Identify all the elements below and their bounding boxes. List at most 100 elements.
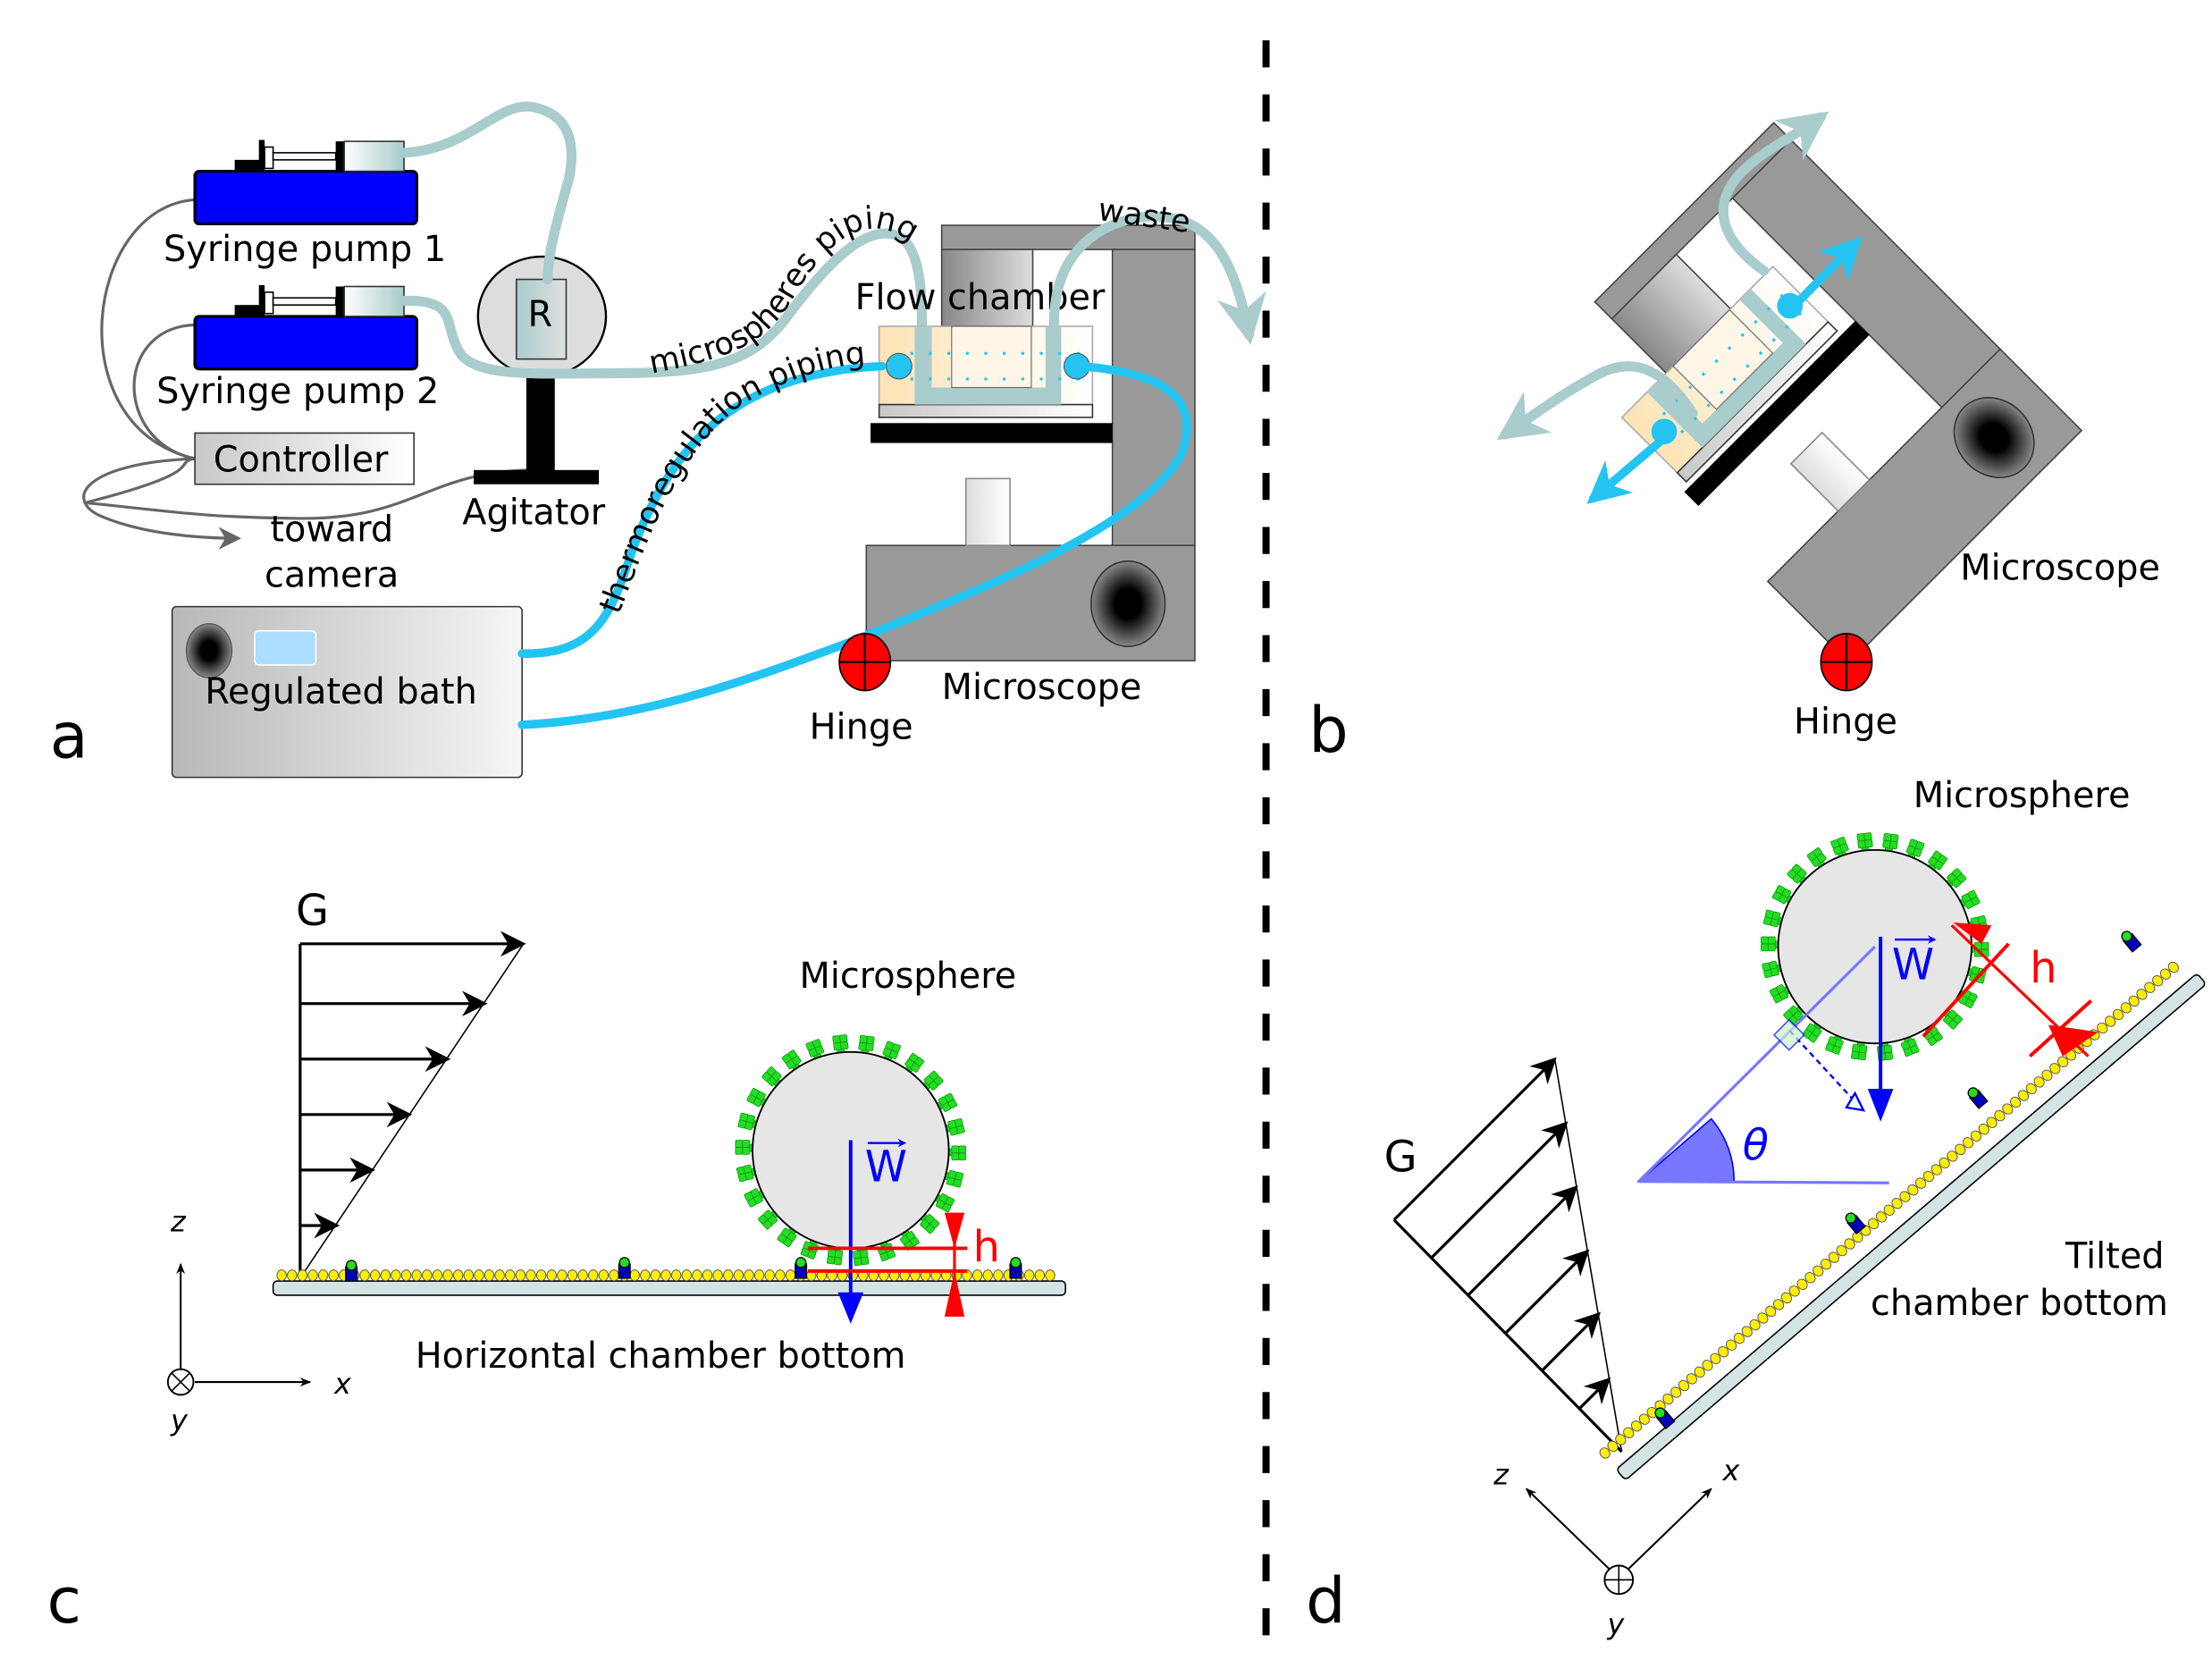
substrate-bead xyxy=(1034,1269,1046,1282)
substrate-bead xyxy=(328,1269,339,1282)
substrate-bead xyxy=(993,1269,1004,1282)
substrate-bead xyxy=(629,1269,640,1282)
substrate-bead xyxy=(1710,1352,1721,1365)
panel-label-c: c xyxy=(47,1564,82,1638)
reservoir-label: R xyxy=(527,294,552,335)
substrate-bead xyxy=(1615,1434,1627,1445)
substrate-bead xyxy=(1023,1269,1035,1282)
substrate-bead xyxy=(1955,1143,1966,1156)
substrate-bead xyxy=(1045,1269,1056,1282)
substrate-bead xyxy=(2057,1056,2069,1067)
substrate-bead xyxy=(670,1269,682,1282)
substrate-bead xyxy=(1694,1366,1705,1378)
substrate-bead xyxy=(2105,1015,2116,1027)
substrate-bead xyxy=(1852,1231,1863,1243)
hinge-label-b: Hinge xyxy=(1794,701,1897,742)
substrate-bead xyxy=(567,1269,578,1282)
substrate-bead xyxy=(1772,1299,1785,1310)
substrate-bead xyxy=(317,1269,329,1282)
substrate-bead xyxy=(1686,1373,1697,1385)
microscope-b xyxy=(1594,122,2083,664)
substrate-bead xyxy=(764,1269,775,1282)
substrate-bead xyxy=(1741,1326,1753,1337)
substrate-bead xyxy=(1891,1198,1903,1209)
substrate-bead xyxy=(971,1269,983,1282)
wire-pump1 xyxy=(100,198,196,460)
syringe-pump-1-label: Syringe pump 1 xyxy=(164,229,446,270)
substrate-bead xyxy=(2144,982,2156,993)
substrate-bead xyxy=(474,1269,484,1282)
gap-label-d: h xyxy=(2030,944,2056,993)
tubing-thermo-out-b xyxy=(1782,236,1863,318)
substrate-bead xyxy=(2159,968,2172,980)
substrate-bead xyxy=(400,1269,412,1282)
regulated-bath xyxy=(171,605,523,779)
syringe-pump-2-label: Syringe pump 2 xyxy=(156,371,439,412)
substrate-bead xyxy=(577,1269,588,1282)
axes-d xyxy=(1525,1487,1712,1596)
substrate-bead xyxy=(1970,1130,1982,1142)
substrate-bead xyxy=(391,1269,401,1282)
substrate-bead xyxy=(1978,1124,1989,1135)
substrate-bead xyxy=(1780,1292,1792,1304)
panel-d: d G Microsphere xyxy=(1306,775,2206,1641)
angle-theta xyxy=(1636,945,1889,1184)
hinge-icon-a xyxy=(838,633,892,692)
substrate-bead xyxy=(2025,1083,2037,1095)
substrate-bead xyxy=(515,1269,526,1282)
substrate-bead xyxy=(1630,1420,1643,1432)
flow-chamber-a xyxy=(878,325,1094,418)
regulated-bath-label: Regulated bath xyxy=(205,671,477,712)
substrate-bead xyxy=(1883,1204,1895,1216)
shear-label-c: G xyxy=(296,887,329,936)
substrate-bead xyxy=(1804,1272,1816,1284)
axis-y-label-c: y xyxy=(170,1403,189,1437)
substrate-bead xyxy=(775,1269,786,1282)
horizontal-chamber-bottom xyxy=(272,1280,1066,1296)
substrate-bead xyxy=(494,1269,505,1282)
tilted-chamber-bottom xyxy=(1617,973,2206,1479)
substrate-bead xyxy=(2049,1063,2061,1074)
wire-camera xyxy=(82,457,241,550)
hinge-icon-b xyxy=(1820,633,1873,692)
substrate-bead xyxy=(359,1269,370,1282)
substrate-bead xyxy=(463,1269,475,1282)
substrate-bead xyxy=(1868,1218,1880,1230)
wire-pump2 xyxy=(132,323,196,460)
substrate-bead xyxy=(2033,1076,2045,1088)
wire-agitator xyxy=(85,457,528,520)
substrate-bead xyxy=(505,1269,516,1282)
shear-label-d: G xyxy=(1384,1133,1417,1182)
substrate-bead xyxy=(2167,961,2179,973)
substrate-bead xyxy=(276,1269,287,1282)
substrate-bead xyxy=(1986,1116,1998,1128)
axis-x-label-c: x xyxy=(333,1367,352,1401)
substrate-bead xyxy=(785,1269,796,1282)
gap-marker-d xyxy=(1922,922,2098,1058)
substrate-bead xyxy=(1733,1332,1745,1344)
substrate-bead xyxy=(1907,1184,1919,1196)
substrate-bead xyxy=(753,1269,765,1282)
substrate-bead xyxy=(307,1269,318,1282)
substrate-bead xyxy=(535,1269,547,1282)
substrate-bead xyxy=(422,1269,433,1282)
substrate-bead xyxy=(702,1269,713,1282)
panel-label-a: a xyxy=(50,699,88,772)
substrate-molecules-d xyxy=(1599,961,2179,1459)
substrate-bead xyxy=(609,1269,619,1282)
substrate-bead xyxy=(1844,1238,1855,1250)
syringe-pump-2 xyxy=(193,284,418,371)
substrate-bead xyxy=(1662,1393,1674,1405)
substrate-bead xyxy=(442,1269,453,1282)
substrate-bead xyxy=(587,1269,599,1282)
substrate-bead xyxy=(640,1269,651,1282)
substrate-bead xyxy=(1947,1150,1958,1162)
substrate-bead xyxy=(982,1269,993,1282)
chamber-bottom-label-c: Horizontal chamber bottom xyxy=(416,1336,906,1377)
angle-label: θ xyxy=(1743,1122,1769,1171)
shear-profile-d xyxy=(1392,1057,1623,1454)
substrate-bead xyxy=(1638,1413,1650,1425)
substrate-bead xyxy=(380,1269,391,1282)
substrate-bead xyxy=(2128,995,2140,1007)
microscope-a xyxy=(865,224,1196,661)
